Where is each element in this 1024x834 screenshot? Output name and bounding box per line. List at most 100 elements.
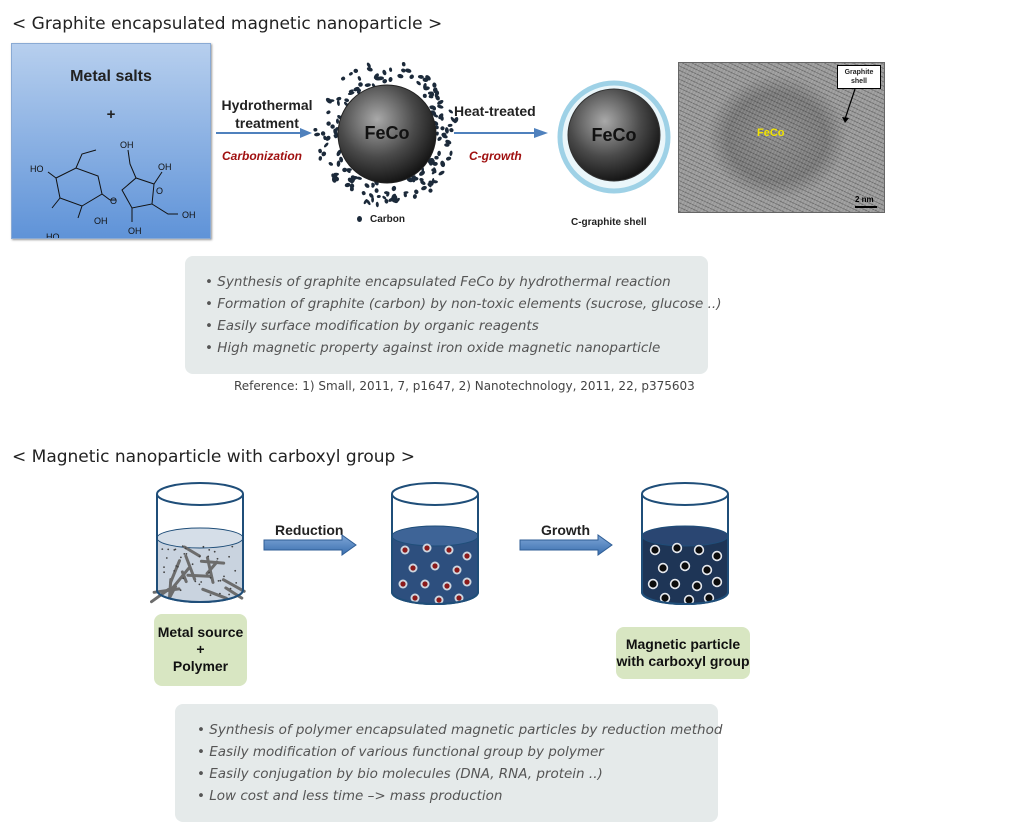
box2-line2: with carboxyl group: [616, 653, 750, 669]
hydrothermal-line2: treatment: [235, 115, 299, 131]
features-box-2: • Synthesis of polymer encapsulated magn…: [175, 704, 722, 822]
chem-label: HO: [30, 164, 44, 174]
reduced-particle: [410, 565, 416, 571]
carbon-dot: [344, 98, 350, 103]
carbon-dot: [420, 180, 426, 185]
reduced-particle: [412, 595, 418, 601]
carbon-dot: [388, 77, 393, 82]
carbon-dot: [440, 160, 446, 168]
feco-graphite-shell-particle-icon: [557, 80, 671, 194]
carbon-dot: [323, 142, 329, 148]
reduced-particle: [432, 563, 438, 569]
reduced-particle: [402, 547, 408, 553]
metal-ion-dot: [209, 594, 212, 597]
carbon-dot: [437, 99, 444, 105]
metal-ion-dot: [217, 580, 220, 582]
reduced-particle: [454, 567, 460, 573]
metal-salts-box: Metal salts + OH OH HO OH HO OH HO O O O…: [11, 43, 211, 239]
feature-item: • Formation of graphite (carbon) by non-…: [205, 296, 722, 312]
carbon-dot: [432, 82, 437, 88]
carbon-dot: [432, 87, 438, 94]
arrow-icon: [454, 128, 548, 138]
carbon-dot: [438, 170, 445, 176]
metal-ion-dot: [229, 587, 232, 590]
metal-ion-dot: [163, 571, 165, 574]
graphite-shell-caption: C-graphite shell: [571, 217, 647, 228]
carbon-dot: [357, 76, 362, 81]
feco-carbon-particle-icon: [313, 62, 459, 208]
feature-item: • Synthesis of polymer encapsulated magn…: [197, 722, 723, 738]
metal-ion-dot: [163, 566, 165, 568]
polymer-strand: [171, 566, 191, 590]
carbon-dot: [433, 167, 437, 174]
carbon-dot: [382, 69, 387, 76]
beaker-reduced-particles-icon: [391, 482, 479, 605]
metal-salts-title: Metal salts: [70, 68, 152, 85]
carbon-dot: [435, 95, 440, 101]
carbon-dot: [440, 126, 445, 131]
carboxyl-particle: [681, 562, 689, 570]
carbon-dot: [331, 173, 335, 178]
carbon-dot: [405, 68, 412, 73]
carboxyl-particle: [651, 546, 659, 554]
carboxyl-particle: [661, 594, 669, 602]
reduced-particle: [422, 581, 428, 587]
growth-label: Growth: [541, 522, 590, 538]
carbon-dot: [320, 131, 326, 136]
carbon-dot: [448, 109, 454, 114]
metal-ion-dot: [228, 593, 230, 596]
carbon-dot: [376, 194, 381, 199]
carbon-dot: [384, 198, 389, 204]
carbon-dot: [388, 197, 394, 202]
metal-ion-dot: [208, 571, 210, 574]
carboxyl-particle: [673, 544, 681, 552]
metal-ion-dot: [216, 557, 219, 560]
carbon-dot: [336, 149, 342, 157]
carboxyl-particle: [671, 580, 679, 588]
carbon-dot: [425, 75, 431, 81]
carbon-legend-dot-icon: [357, 216, 362, 222]
chem-label: HO: [46, 232, 60, 238]
carbon-dot: [449, 128, 454, 133]
metal-ion-dot: [167, 548, 170, 551]
metal-ion-dot: [219, 579, 222, 582]
metal-source-polymer-box: Metal source + Polymer: [154, 614, 247, 686]
reduction-label: Reduction: [275, 522, 344, 538]
carbon-dot: [313, 127, 318, 132]
metal-ion-dot: [209, 576, 212, 579]
carbon-dot: [353, 68, 359, 74]
carbon-dot: [409, 74, 414, 80]
carbon-dot: [336, 160, 341, 167]
carbon-dot: [382, 79, 388, 84]
carbon-dot: [369, 193, 374, 199]
carbon-dot: [336, 96, 342, 101]
carbon-dot: [382, 195, 387, 200]
carbon-dot: [432, 161, 438, 166]
box1-line3: Polymer: [172, 658, 229, 674]
metal-ion-dot: [173, 570, 176, 572]
metal-ion-dot: [198, 583, 201, 586]
carbon-dot: [341, 76, 346, 81]
reduced-particle: [400, 581, 406, 587]
metal-ion-dot: [161, 548, 164, 550]
carbon-dot: [366, 67, 373, 72]
features-box-1: • Synthesis of graphite encapsulated FeC…: [185, 256, 721, 374]
metal-ion-dot: [181, 545, 184, 547]
polymer-strand: [183, 545, 201, 558]
carbon-dot: [344, 182, 351, 188]
carbon-dot: [364, 83, 371, 87]
carbon-dot: [356, 176, 362, 180]
tem-feco-label: FeCo: [757, 127, 785, 139]
feature-item: • Low cost and less time –> mass product…: [197, 788, 503, 804]
carbon-dot: [366, 199, 371, 206]
metal-ion-dot: [174, 548, 177, 551]
beaker-metal-polymer-icon: [150, 482, 246, 604]
carbon-dot: [321, 151, 327, 157]
carbon-dot: [366, 62, 371, 68]
carbon-dot: [349, 186, 354, 192]
carboxyl-particle: [685, 596, 693, 604]
carbon-dot: [328, 161, 334, 166]
arrow-icon: [216, 128, 312, 138]
chem-label: OH: [120, 140, 134, 150]
polymer-strand: [180, 570, 188, 584]
